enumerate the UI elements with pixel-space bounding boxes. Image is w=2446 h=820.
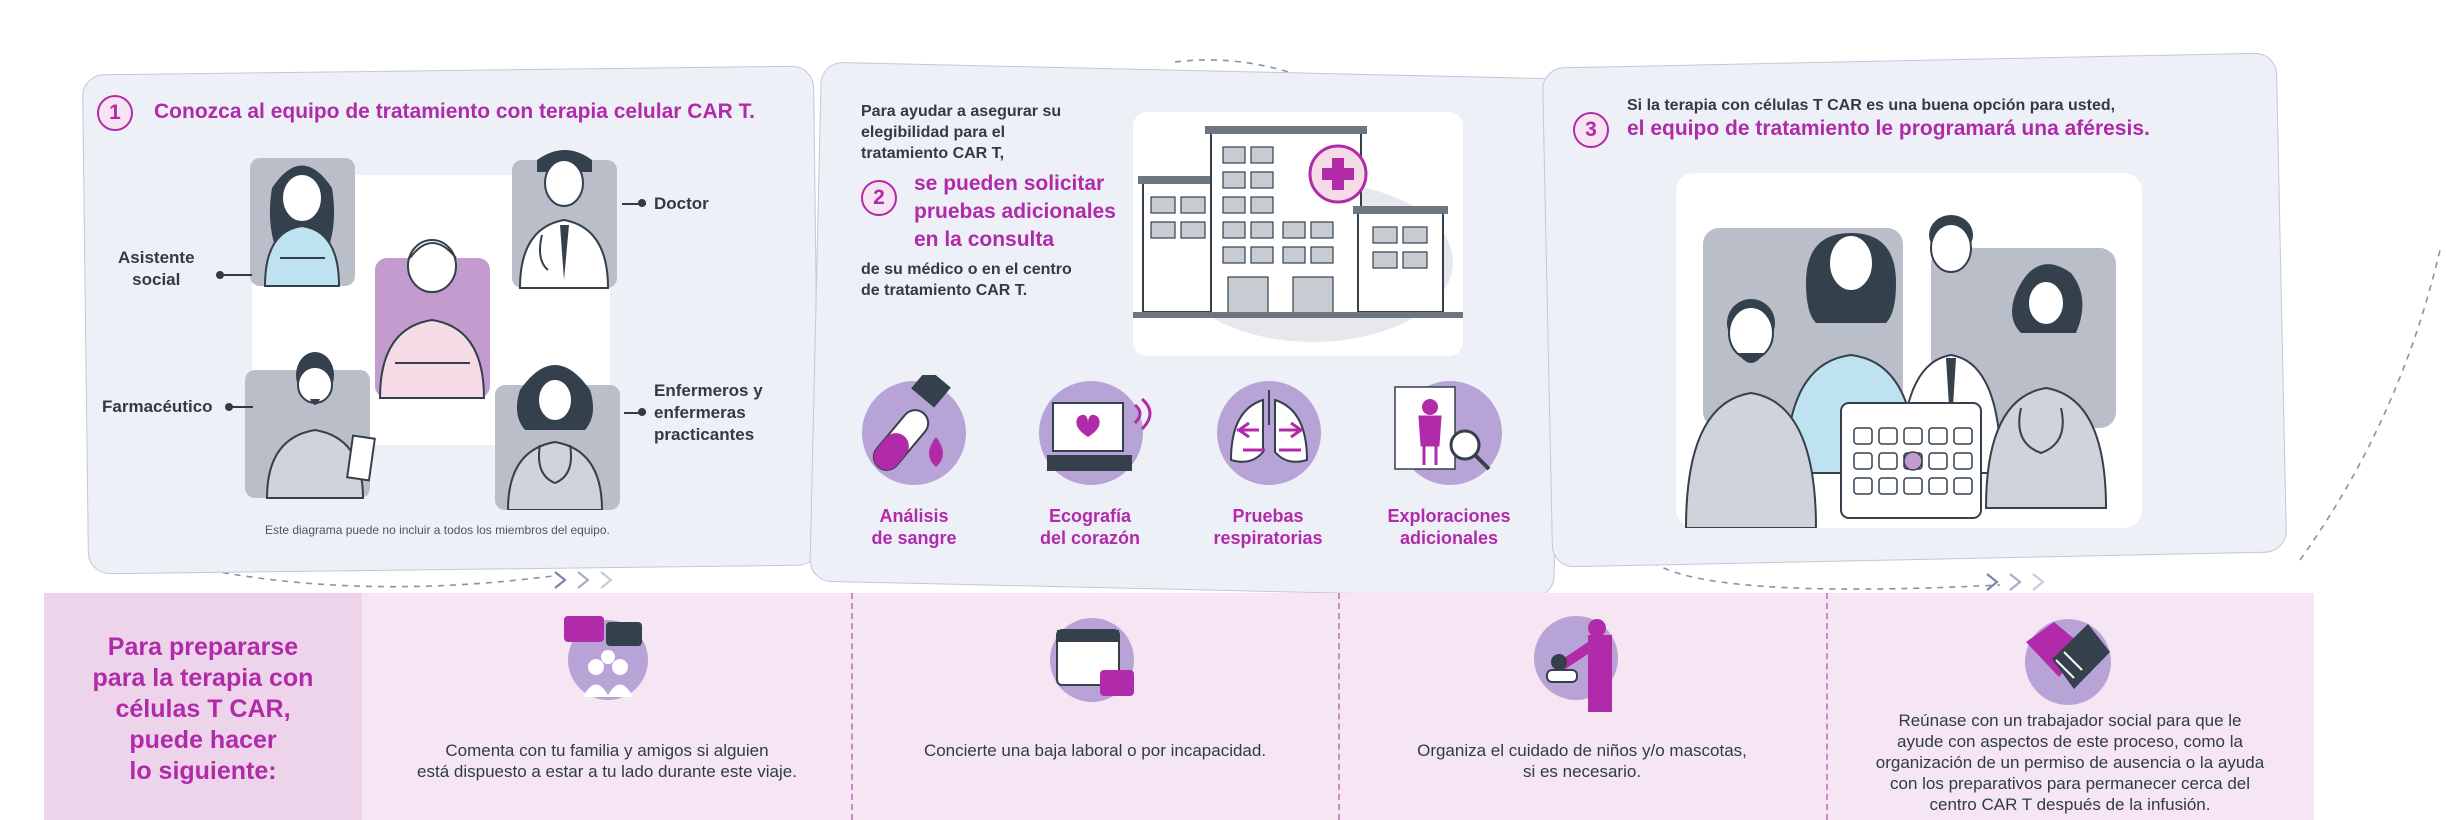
- step2-number: 2: [861, 180, 897, 216]
- scan-icon: [1394, 381, 1502, 485]
- lungs-icon: [1217, 381, 1321, 485]
- calendar-briefcase-icon: [1050, 618, 1134, 702]
- test-label-scans: Exploraciones adicionales: [1387, 506, 1511, 548]
- nurse-illustration: [495, 365, 620, 510]
- connector-line: [220, 274, 252, 276]
- role-label-social-worker: Asistente social: [118, 248, 195, 289]
- preparation-band: [44, 593, 2314, 820]
- prep-item-family: Comenta con tu familia y amigos si algui…: [417, 741, 797, 781]
- pharmacist-illustration: [245, 352, 376, 499]
- step1-title: Conozca al equipo de tratamiento con ter…: [154, 100, 755, 123]
- step3-intro: Si la terapia con células T CAR es una b…: [1627, 97, 2116, 114]
- connector-dot: [638, 408, 646, 416]
- role-label-pharmacist: Farmacéutico: [102, 397, 213, 416]
- hospital-illustration: [1133, 112, 1463, 356]
- care-team-illustration: [1676, 173, 2142, 528]
- preparation-title-box: [44, 593, 362, 820]
- step2-intro: Para ayudar a asegurar su elegibilidad p…: [861, 103, 1062, 162]
- connector-line: [622, 203, 646, 205]
- step1-number: 1: [97, 95, 133, 131]
- step2-outro: de su médico o en el centro de tratamien…: [861, 261, 1072, 299]
- test-label-echo: Ecografía del corazón: [1039, 506, 1141, 548]
- childcare-icon: [1534, 616, 1618, 712]
- handshake-icon: [2025, 619, 2111, 705]
- divider: [1338, 593, 1340, 820]
- prep-item-childcare: Organiza el cuidado de niños y/o mascota…: [1417, 741, 1747, 781]
- blood-test-icon: [862, 375, 966, 485]
- social-worker-illustration: [250, 158, 355, 287]
- prep-item-social-worker: Reúnase con un trabajador social para qu…: [1875, 711, 2265, 814]
- role-label-doctor: Doctor: [654, 194, 709, 213]
- connector-dot: [638, 199, 646, 207]
- chat-family-icon: [564, 616, 648, 700]
- divider: [851, 593, 853, 820]
- divider: [1826, 593, 1828, 820]
- connector-line: [624, 412, 646, 414]
- preparation-title: Para prepararse para la terapia con célu…: [92, 633, 314, 785]
- test-label-respiratory: Pruebas respiratorias: [1213, 506, 1323, 548]
- step3-number: 3: [1573, 112, 1609, 148]
- arrow-chevrons-1: [554, 571, 613, 589]
- step3-highlight: el equipo de tratamiento le programará u…: [1627, 117, 2150, 140]
- doctor-illustration: [512, 150, 617, 289]
- arrow-chevrons-2: [1986, 573, 2045, 591]
- step2-highlight: se pueden solicitar pruebas adicionales …: [914, 172, 1116, 251]
- prep-item-leave: Concierte una baja laboral o por incapac…: [923, 741, 1267, 760]
- patient-illustration: [375, 239, 490, 399]
- role-label-nurses: Enfermeros y enfermeras practicantes: [654, 381, 763, 444]
- heart-ultrasound-icon: [1039, 381, 1152, 485]
- connector-line: [229, 406, 253, 408]
- test-label-blood: Análisis de sangre: [871, 506, 957, 548]
- team-footnote: Este diagrama puede no incluir a todos l…: [265, 523, 610, 537]
